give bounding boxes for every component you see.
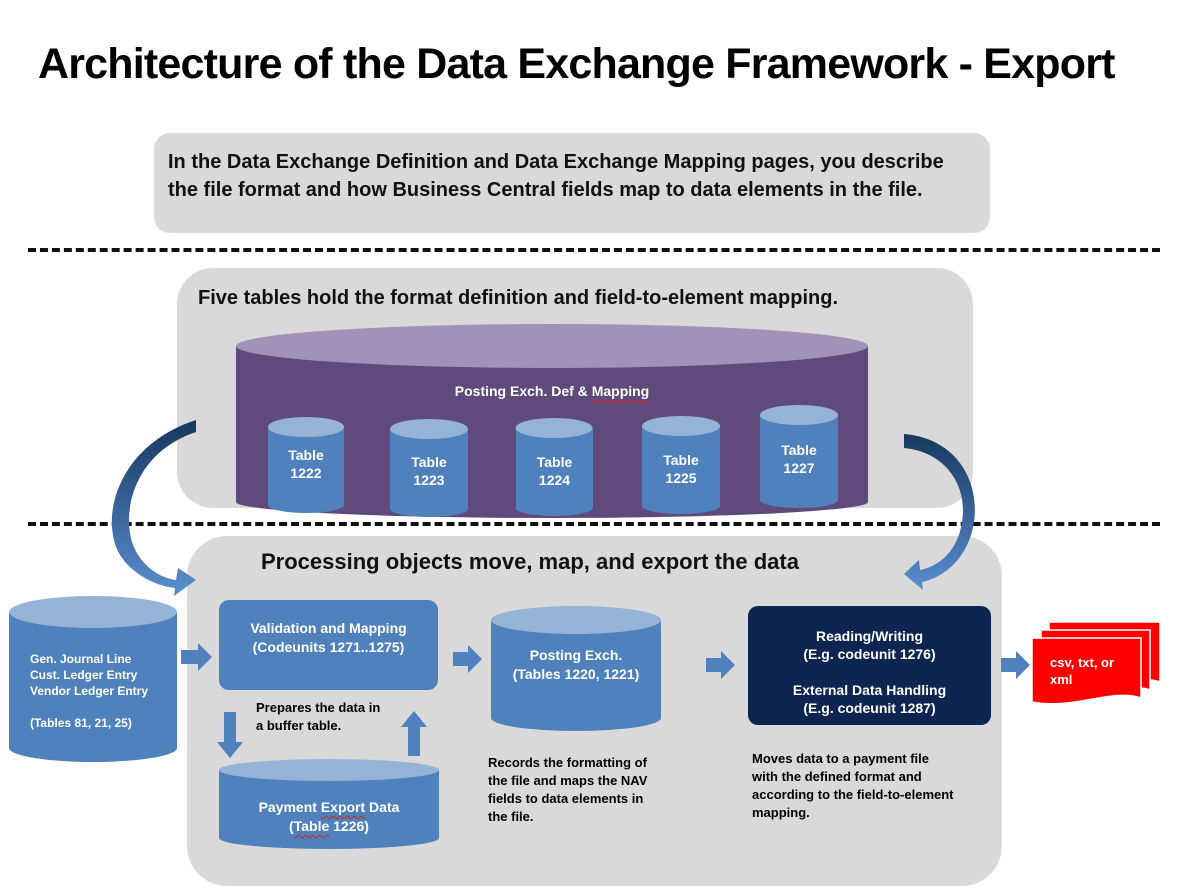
curved-arrow-right (904, 434, 975, 590)
source-tables-label: Gen. Journal Line Cust. Ledger Entry Ven… (30, 652, 149, 730)
validation-mapping-box (219, 600, 438, 690)
intro-text: In the Data Exchange Definition and Data… (168, 151, 944, 201)
database-label: Posting Exch. Def & Mapping (454, 383, 650, 399)
reading-writing-note: Moves data to a payment file with the de… (752, 751, 954, 820)
validation-note: Prepares the data in a buffer table. (256, 700, 381, 733)
validation-mapping-label: Validation and Mapping (Codeunits 1271..… (250, 620, 407, 655)
posting-exch-cylinder (491, 606, 661, 731)
table-cylinder (642, 416, 720, 514)
source-tables-cylinder (9, 596, 177, 762)
definition-heading: Five tables hold the format definition a… (198, 287, 839, 309)
arrow-right-icon (706, 651, 735, 679)
dashed-divider-top (28, 248, 1160, 252)
arrow-up-icon (401, 711, 427, 756)
external-data-handling-label: External Data Handling (E.g. codeunit 12… (792, 682, 947, 716)
arrow-right-icon (181, 643, 212, 671)
table-cylinder (390, 419, 468, 517)
payment-export-label: Payment Export Data (Table 1226) (258, 799, 400, 834)
curved-arrow-left (111, 420, 196, 596)
reading-writing-label: Reading/Writing (E.g. codeunit 1276) (803, 628, 936, 662)
intro-box (154, 133, 990, 233)
output-file-label: csv, txt, or xml (1050, 655, 1115, 687)
payment-export-cylinder (219, 759, 439, 849)
posting-exch-label: Posting Exch. (Tables 1220, 1221) (512, 647, 640, 682)
page-title: Architecture of the Data Exchange Framew… (38, 40, 1115, 88)
output-file-stack-icon (1031, 621, 1161, 705)
table-cylinder (760, 405, 838, 508)
processing-heading: Processing objects move, map, and export… (261, 549, 799, 574)
arrow-right-icon (453, 645, 482, 673)
posting-exch-note: Records the formatting of the file and m… (488, 755, 648, 824)
reading-writing-box (748, 606, 991, 725)
table-cylinder (515, 418, 593, 516)
arrow-down-icon (217, 712, 243, 758)
dashed-divider-middle (28, 522, 1160, 526)
table-cylinder (268, 417, 344, 513)
arrow-right-icon (1001, 651, 1030, 679)
